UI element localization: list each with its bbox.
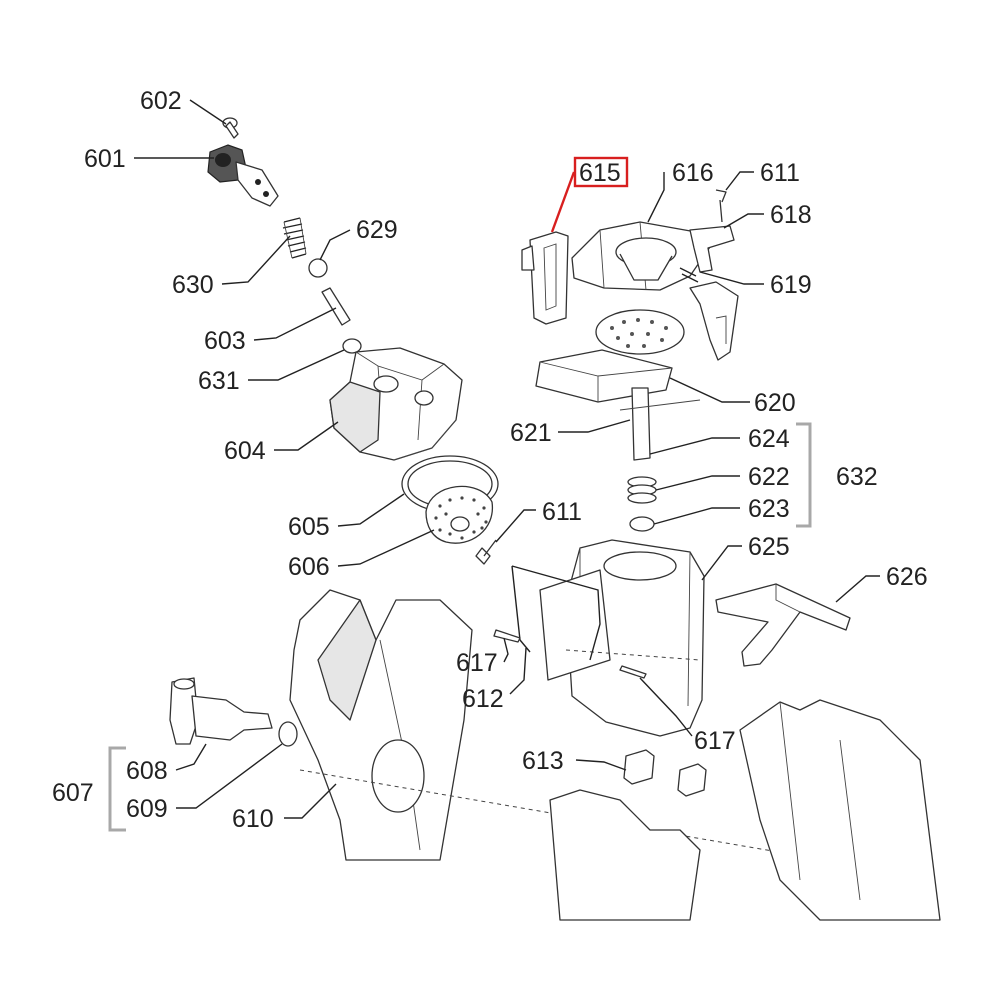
- label-609: 609: [126, 795, 168, 823]
- part-625-chamber: [539, 539, 705, 737]
- label-616: 616: [672, 159, 714, 187]
- part-611-screw-lower: [475, 539, 497, 565]
- label-603: 603: [204, 327, 246, 355]
- label-607: 607: [52, 779, 94, 807]
- label-625: 625: [748, 533, 790, 561]
- label-612: 612: [462, 685, 504, 713]
- part-617-pin-right: [619, 665, 647, 679]
- label-621: 621: [510, 419, 552, 447]
- part-609-oring: [278, 721, 298, 747]
- part-608-valve: [169, 677, 273, 745]
- label-605: 605: [288, 513, 330, 541]
- part-623-washer: [629, 516, 655, 532]
- label-606: 606: [288, 553, 330, 581]
- part-right-frame: [549, 699, 941, 921]
- label-604: 604: [224, 437, 266, 465]
- label-617-right: 617: [694, 727, 736, 755]
- bracket-607: [108, 746, 126, 832]
- label-611-upper: 611: [760, 159, 800, 187]
- part-611-screw-upper: [715, 189, 727, 223]
- label-613: 613: [522, 747, 564, 775]
- label-601: 601: [84, 145, 126, 173]
- part-606-filter: [425, 485, 493, 544]
- label-632: 632: [836, 463, 878, 491]
- label-630: 630: [172, 271, 214, 299]
- part-612-wire: [511, 565, 601, 661]
- label-608: 608: [126, 757, 168, 785]
- part-622-spring: [627, 476, 657, 504]
- bracket-632: [796, 422, 812, 528]
- part-613-blocks: [623, 749, 707, 797]
- label-619: 619: [770, 271, 812, 299]
- part-617-pin-left: [493, 629, 521, 643]
- part-620-disc: [535, 309, 685, 403]
- part-630-spring: [282, 217, 307, 259]
- part-631-oring: [342, 338, 362, 354]
- part-615-clip: [521, 231, 569, 325]
- label-615: 615: [579, 159, 621, 187]
- part-624-shaft: [619, 387, 701, 461]
- part-610-frame: [289, 589, 861, 867]
- label-624: 624: [748, 425, 790, 453]
- label-629: 629: [356, 216, 398, 244]
- label-622: 622: [748, 463, 790, 491]
- part-629-ball: [308, 258, 328, 278]
- part-603-pin: [321, 287, 351, 326]
- label-631: 631: [198, 367, 240, 395]
- leader-lines: [134, 99, 880, 819]
- part-626-arm: [715, 583, 851, 667]
- label-602: 602: [140, 87, 182, 115]
- label-620: 620: [754, 389, 796, 417]
- label-626: 626: [886, 563, 928, 591]
- part-604-body: [329, 347, 463, 461]
- label-610: 610: [232, 805, 274, 833]
- part-601-valve: [207, 144, 279, 207]
- part-618-lever: [689, 225, 735, 273]
- label-617-left: 617: [456, 649, 498, 677]
- label-623: 623: [748, 495, 790, 523]
- part-602-screw: [222, 117, 239, 139]
- label-618: 618: [770, 201, 812, 229]
- label-611-lower: 611: [542, 498, 582, 526]
- part-619-spring: [679, 267, 739, 361]
- highlight-615: [550, 156, 629, 233]
